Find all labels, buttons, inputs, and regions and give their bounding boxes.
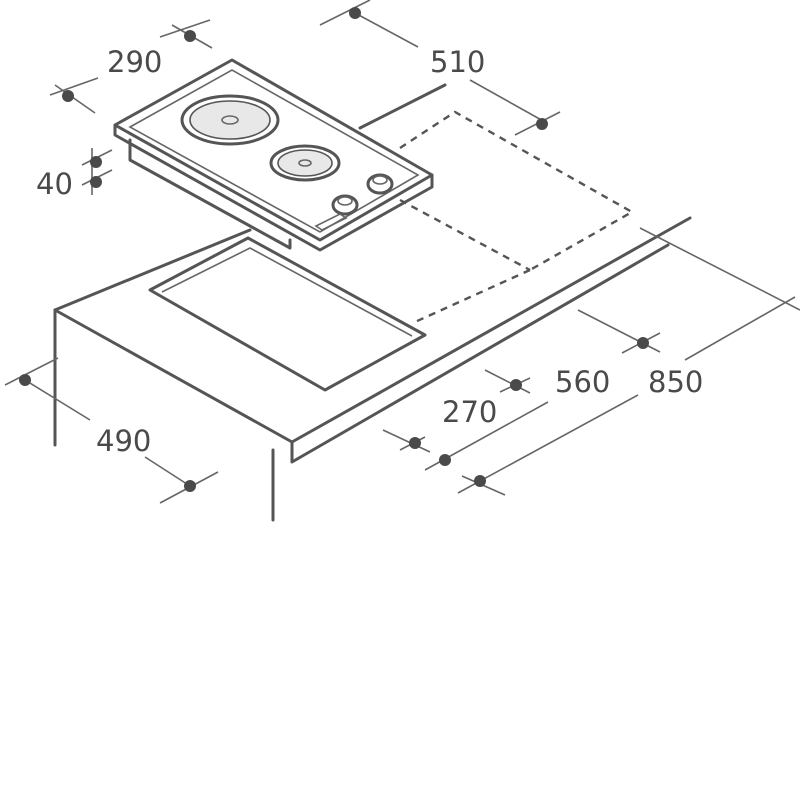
worktop <box>53 83 692 522</box>
large-hotplate-icon <box>180 94 280 146</box>
dimension-label-cabinet-width: 560 <box>555 365 610 399</box>
worktop-cutout <box>148 236 427 392</box>
dashed-cutout <box>399 110 635 324</box>
dimension-label-cutout-depth: 510 <box>430 45 485 79</box>
small-hotplate-icon <box>269 144 341 182</box>
control-knob-icon <box>331 194 359 216</box>
dimension-lines <box>4 0 800 504</box>
dimension-label-hob-height: 40 <box>36 167 73 201</box>
dimension-label-cabinet-depth: 490 <box>96 424 151 458</box>
control-knob-icon <box>366 173 394 195</box>
dimension-label-worktop-width: 850 <box>648 365 703 399</box>
domino-hob <box>113 58 434 252</box>
dimension-label-cutout-width: 270 <box>442 395 497 429</box>
dimension-label-hob-width: 290 <box>107 45 162 79</box>
